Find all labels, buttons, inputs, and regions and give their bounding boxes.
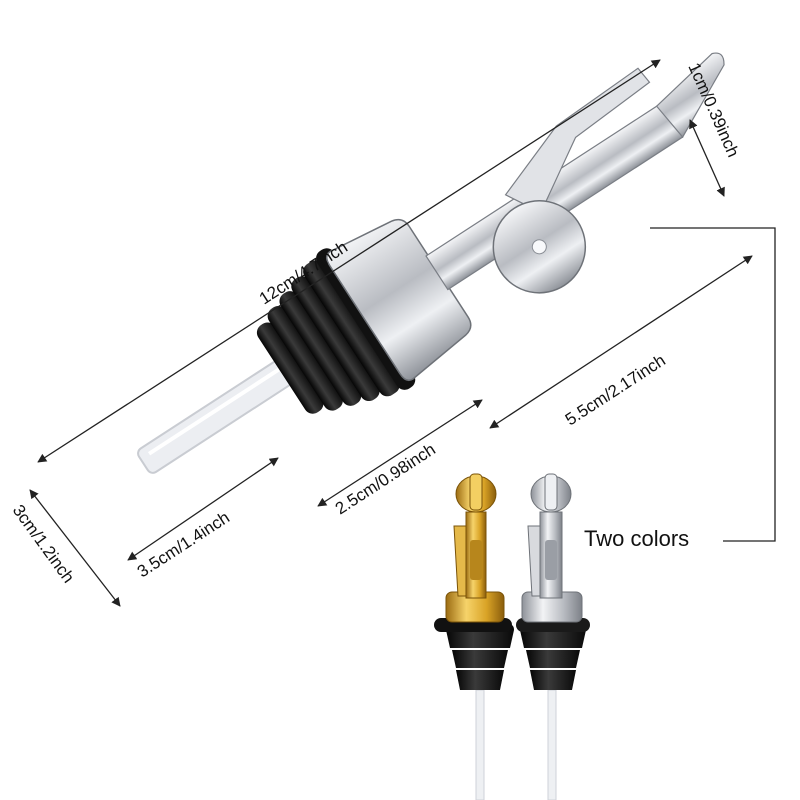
gold-pourer	[434, 473, 514, 800]
dim-line-tube	[127, 457, 279, 561]
dimension-lines	[29, 59, 776, 607]
silver-pourer	[516, 473, 590, 800]
dim-line-upper	[489, 255, 753, 429]
label-collar-length: 2.5cm/0.98inch	[332, 440, 439, 519]
label-upper-length: 5.5cm/2.17inch	[562, 351, 669, 430]
two-colors-label: Two colors	[584, 526, 690, 551]
dim-line-overall	[37, 59, 661, 463]
label-stopper-diameter: 3cm/1.2inch	[9, 501, 78, 586]
spout-tip	[655, 52, 725, 139]
label-tube-length: 3.5cm/1.4inch	[134, 508, 233, 582]
main-pourer	[137, 52, 725, 474]
callout-bracket	[650, 227, 776, 542]
dim-line-stopper	[29, 489, 121, 607]
dim-line-spout	[689, 119, 725, 197]
dim-line-collar	[317, 399, 483, 507]
